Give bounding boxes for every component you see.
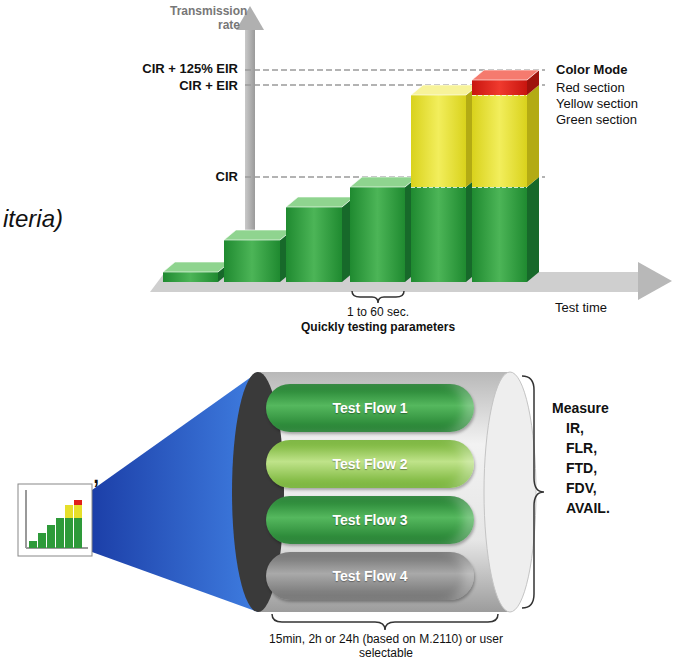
level-label: CIR <box>216 169 238 185</box>
level-label: CIR + 125% EIR <box>142 61 238 77</box>
y-axis-arrow <box>236 6 264 30</box>
legend-item: Red section <box>556 80 625 96</box>
flow-label: Test Flow 1 <box>332 400 407 416</box>
test-flow-pipe: Test Flow 3 <box>266 496 474 544</box>
bar-segment <box>411 85 478 187</box>
metric-name: FLR, <box>566 440 597 457</box>
tube-end <box>484 372 536 612</box>
metric-name: AVAIL. <box>566 500 610 517</box>
measure-brace <box>522 376 544 608</box>
flow-label: Test Flow 2 <box>332 456 407 472</box>
level-label: CIR + EIR <box>179 78 238 94</box>
partial-text: , <box>92 455 100 491</box>
partial-text: iteria) <box>3 205 63 234</box>
test-flow-pipe: Test Flow 1 <box>266 384 474 432</box>
legend-item: Yellow section <box>556 96 638 112</box>
duration-note: 15min, 2h or 24h (based on M.2110) or us… <box>241 632 531 661</box>
flow-label: Test Flow 3 <box>332 512 407 528</box>
bar-segment <box>411 177 478 282</box>
step-bars <box>163 70 539 282</box>
metric-name: FTD, <box>566 460 597 477</box>
metric-name: IR, <box>566 420 584 437</box>
duration-label: 1 to 60 sec. <box>347 305 409 319</box>
legend-title: Color Mode <box>556 62 628 78</box>
axis-title: Test time <box>555 300 607 316</box>
bar-segment <box>350 177 417 282</box>
bar-segment <box>224 230 292 282</box>
chart-thumbnail <box>18 484 92 556</box>
bar-segment <box>472 85 539 187</box>
bar-segment <box>286 197 354 282</box>
metric-name: FDV, <box>566 480 597 497</box>
legend-item: Green section <box>556 112 637 128</box>
axis-title: Transmission rate <box>170 4 240 33</box>
measure-title: Measure <box>552 400 609 417</box>
flow-label: Test Flow 4 <box>332 568 407 584</box>
test-flow-pipe: Test Flow 4 <box>266 552 474 600</box>
tube-body <box>258 372 510 612</box>
bar-segment <box>472 70 539 95</box>
bar-segment <box>472 177 539 282</box>
test-flow-pipe: Test Flow 2 <box>266 440 474 488</box>
bar-segment <box>163 262 230 282</box>
duration-brace <box>272 614 498 630</box>
duration-note: Quickly testing parameters <box>301 320 455 334</box>
x-axis-arrow <box>638 262 672 300</box>
time-brace <box>352 291 404 303</box>
